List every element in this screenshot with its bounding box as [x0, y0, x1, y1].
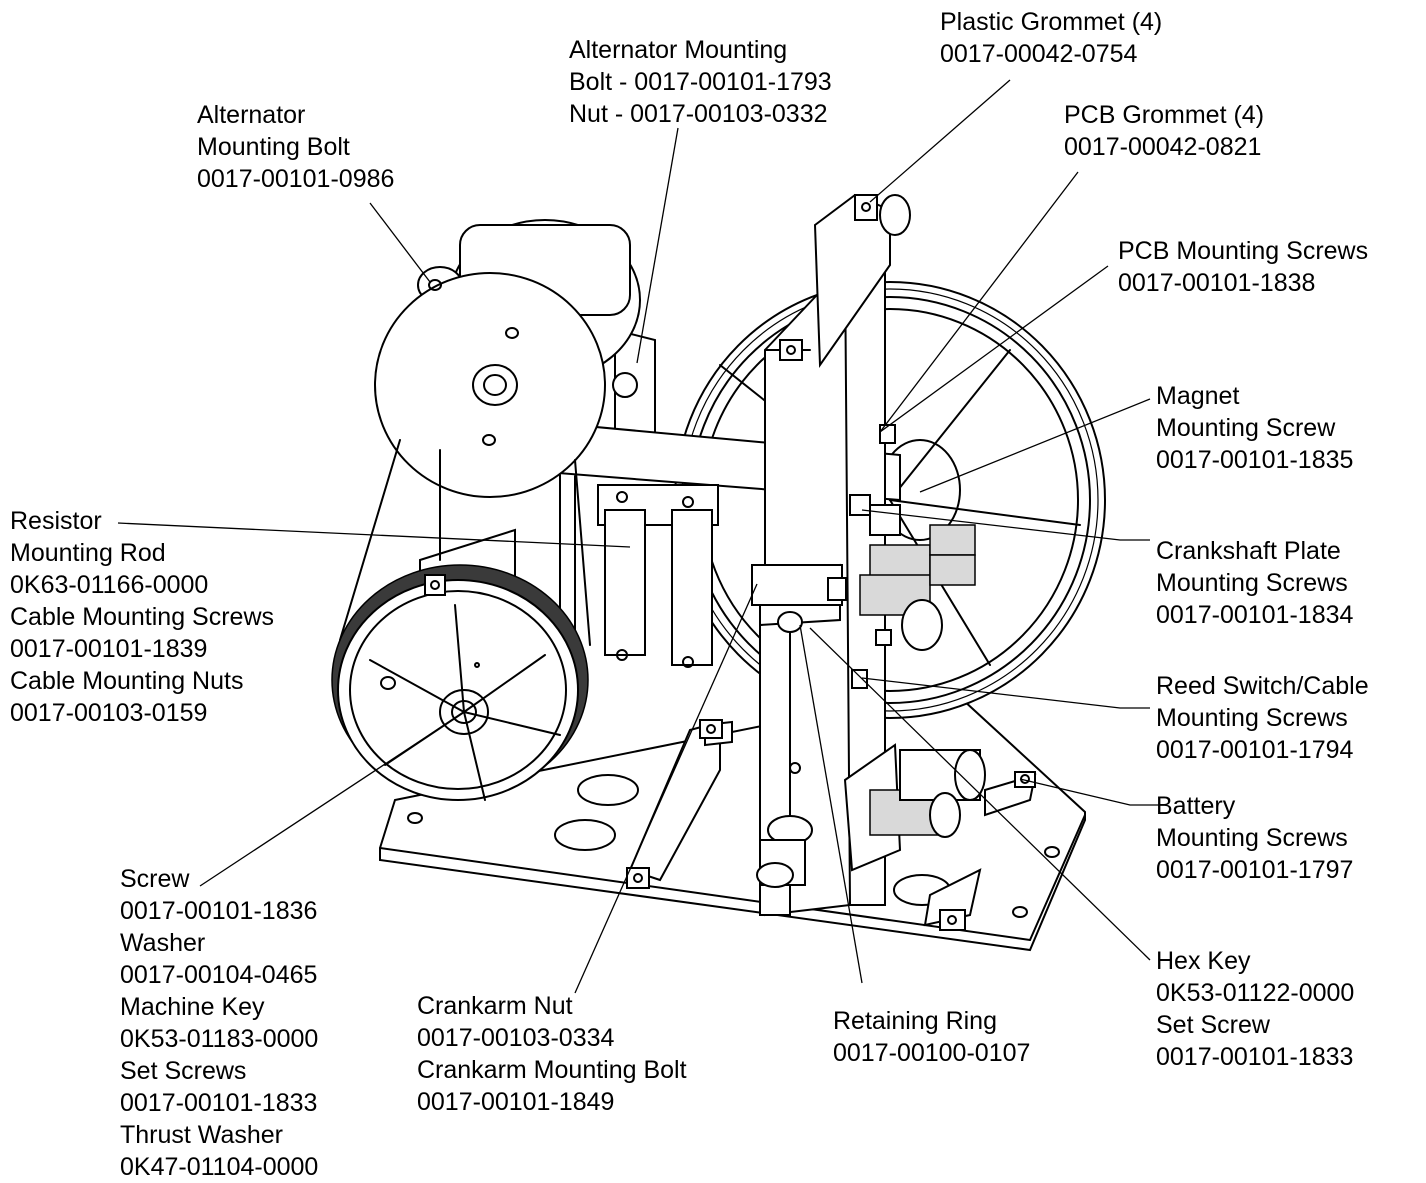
callout-battery: Battery Mounting Screws 0017-00101-1797 [1156, 790, 1353, 886]
callout-text: Crankshaft Plate [1156, 537, 1341, 565]
callout-text: Mounting Bolt [197, 133, 350, 161]
leader-alternator-bolt [369, 202, 431, 283]
callout-text: PCB Mounting Screws [1118, 237, 1369, 265]
belt-and-pulley [331, 439, 591, 801]
callout-alternator-mounting-bolt: Alternator Mounting Bolt 0017-00101-0986 [197, 99, 394, 195]
alternator [374, 219, 641, 498]
part-number: 0017-00042-0754 [940, 40, 1138, 68]
callout-text: PCB Grommet (4) [1064, 101, 1265, 129]
callout-text: Cable Mounting Nuts [10, 667, 244, 695]
leader-reed-switch [861, 677, 1150, 709]
leader-retaining-ring [799, 624, 863, 984]
callout-text: Set Screws [120, 1057, 247, 1085]
part-number: 0017-00100-0107 [833, 1039, 1031, 1067]
callout-text: Mounting Screws [1156, 569, 1348, 597]
callout-resistor-mounting-rod: Resistor Mounting Rod 0K63-01166-0000 Ca… [10, 505, 274, 729]
callout-text: Alternator [197, 101, 306, 129]
part-number: 0017-00103-0159 [10, 699, 208, 727]
part-number: 0017-00101-1833 [1156, 1043, 1354, 1071]
callout-text: Cable Mounting Screws [10, 603, 275, 631]
callout-text: Battery [1156, 792, 1236, 820]
part-number: 0017-00101-1797 [1156, 856, 1354, 884]
callout-text: Machine Key [120, 993, 265, 1021]
leader-lines [117, 79, 1160, 994]
part-number: 0017-00101-1833 [120, 1089, 318, 1117]
part-number: Nut - 0017-00103-0332 [569, 100, 828, 128]
leader-hex-key [809, 627, 1151, 961]
part-number: 0017-00101-1794 [1156, 736, 1354, 764]
callout-text: Reed Switch/Cable [1156, 672, 1369, 700]
crankarm [751, 564, 847, 888]
leader-screw [199, 711, 465, 887]
part-number: 0017-00101-1836 [120, 897, 318, 925]
leader-crankarm [574, 583, 758, 994]
part-number: 0017-00103-0334 [417, 1024, 615, 1052]
callout-retaining-ring: Retaining Ring 0017-00100-0107 [833, 1005, 1030, 1069]
callout-text: Resistor [10, 507, 102, 535]
callout-crankarm: Crankarm Nut 0017-00103-0334 Crankarm Mo… [417, 990, 687, 1118]
callout-pcb-grommet: PCB Grommet (4) 0017-00042-0821 [1064, 99, 1264, 163]
callout-text: Mounting Screw [1156, 414, 1336, 442]
leader-alt-mount-bolt-nut [636, 127, 679, 364]
callout-reed-switch: Reed Switch/Cable Mounting Screws 0017-0… [1156, 670, 1369, 766]
callout-magnet-mounting-screw: Magnet Mounting Screw 0017-00101-1835 [1156, 380, 1353, 476]
part-number: 0017-00104-0465 [120, 961, 318, 989]
leader-pcb-screws [879, 265, 1109, 433]
callout-text: Retaining Ring [833, 1007, 997, 1035]
part-number: 0K53-01122-0000 [1156, 979, 1355, 1007]
callout-crankshaft-plate: Crankshaft Plate Mounting Screws 0017-00… [1156, 535, 1353, 631]
base-tabs [626, 719, 1036, 931]
callout-screw-washer-key: Screw 0017-00101-1836 Washer 0017-00104-… [120, 863, 318, 1183]
part-number: 0017-00101-1849 [417, 1088, 615, 1116]
leader-pcb-grommet [879, 171, 1079, 433]
callout-text: Mounting Screws [1156, 824, 1348, 852]
callout-text: Crankarm Mounting Bolt [417, 1056, 687, 1084]
callout-plastic-grommet: Plastic Grommet (4) 0017-00042-0754 [940, 6, 1162, 70]
callout-hex-key: Hex Key 0K53-01122-0000 Set Screw 0017-0… [1156, 945, 1354, 1073]
callout-text: Alternator Mounting [569, 36, 788, 64]
callout-text: Crankarm Nut [417, 992, 573, 1020]
leader-magnet [919, 398, 1151, 493]
leader-battery [1019, 778, 1160, 806]
callout-text: Thrust Washer [120, 1121, 284, 1149]
callout-text: Mounting Rod [10, 539, 166, 567]
part-number: 0K53-01183-0000 [120, 1025, 319, 1053]
part-number: 0K63-01166-0000 [10, 571, 209, 599]
part-number: 0017-00042-0821 [1064, 133, 1262, 161]
callout-text: Hex Key [1156, 947, 1251, 975]
resistor-assembly [597, 484, 719, 668]
part-number: 0K47-01104-0000 [120, 1153, 319, 1181]
part-number: Bolt - 0017-00101-1793 [569, 68, 832, 96]
part-number: 0017-00101-1839 [10, 635, 208, 663]
part-number: 0017-00101-0986 [197, 165, 395, 193]
leader-crankshaft-plate [861, 509, 1150, 541]
part-number: 0017-00101-1838 [1118, 269, 1316, 297]
callout-alternator-mounting-bolt-nut: Alternator Mounting Bolt - 0017-00101-17… [569, 34, 832, 130]
callout-text: Magnet [1156, 382, 1240, 410]
part-number: 0017-00101-1835 [1156, 446, 1354, 474]
callout-text: Plastic Grommet (4) [940, 8, 1163, 36]
callout-text: Mounting Screws [1156, 704, 1348, 732]
leader-resistor [117, 522, 631, 548]
callout-pcb-mounting-screws: PCB Mounting Screws 0017-00101-1838 [1118, 235, 1368, 299]
part-number: 0017-00101-1834 [1156, 601, 1354, 629]
callout-text: Set Screw [1156, 1011, 1270, 1039]
leader-plastic-grommet [869, 79, 1011, 203]
callout-text: Screw [120, 865, 190, 893]
battery-assembly [843, 743, 986, 872]
callout-text: Washer [120, 929, 206, 957]
